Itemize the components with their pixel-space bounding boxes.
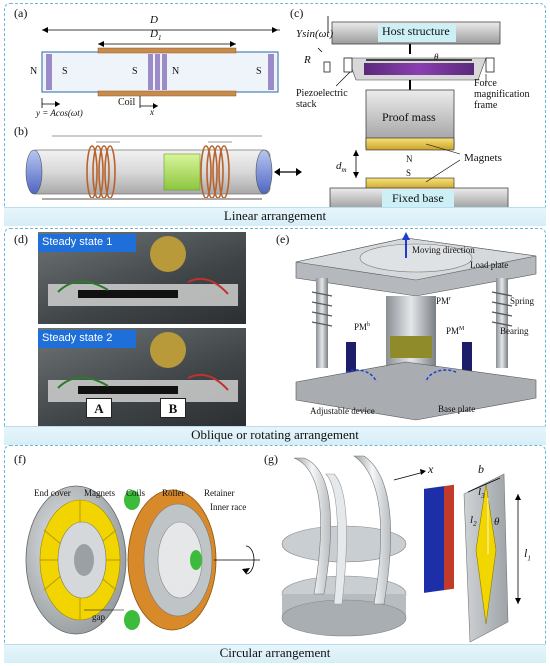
dim-D-label: D — [150, 14, 158, 26]
retainer-label: Retainer — [204, 488, 235, 498]
circular-caption: Circular arrangement — [219, 645, 331, 660]
fixed-base-label: Fixed base — [392, 191, 444, 205]
panel-d-label: (d) — [14, 232, 28, 246]
excitation-equation: y = Acos(ωt) — [36, 108, 83, 118]
moving-direction-label: Moving direction — [412, 245, 475, 255]
pm-b-label: PMb — [354, 322, 371, 332]
panel-d-apparatus — [48, 236, 238, 402]
force-frame-label: Force magnification frame — [474, 78, 530, 111]
end-cover-label: End cover — [34, 488, 71, 498]
panel-e-diagram — [295, 232, 537, 421]
excitation-label: Ysin(ωt) — [296, 28, 334, 40]
piezo-label: Piezoelectric stack — [296, 88, 348, 110]
linear-caption-bar — [4, 207, 546, 226]
panel-g-label: (g) — [264, 452, 278, 466]
theta-label-c: θ — [434, 52, 439, 62]
adjustable-device-label: Adjustable device — [310, 406, 375, 416]
panel-c-label: (c) — [290, 6, 304, 20]
S-label-c: S — [406, 168, 412, 178]
host-structure-label: Host structure — [382, 24, 450, 38]
magnets-label-c: Magnets — [464, 152, 502, 164]
pole-label-5: S — [256, 66, 262, 77]
l3-label: l3 — [478, 486, 485, 501]
pole-label-2: S — [62, 66, 68, 77]
state-1-badge: Steady state 1 — [38, 234, 136, 252]
panel-a-label: (a) — [14, 6, 28, 20]
x-label-a: x — [150, 107, 154, 117]
l1-label: l1 — [524, 546, 531, 563]
coils-label: Coils — [126, 488, 146, 498]
pole-label-3: S — [132, 66, 138, 77]
base-plate-label: Base plate — [438, 404, 476, 414]
R-label: R — [304, 54, 311, 66]
oblique-caption-bar — [4, 426, 546, 445]
x-label-g: x — [428, 462, 434, 476]
panel-e-label: (e) — [276, 232, 290, 246]
magnets-label-f: Magnets — [84, 488, 115, 498]
bearing-label: Bearing — [500, 326, 529, 336]
circular-caption-bar — [4, 644, 546, 663]
pm-m-label: PMM — [446, 326, 465, 336]
panel-b-diagram — [25, 135, 302, 200]
state-2-badge: Steady state 2 — [38, 330, 136, 348]
panel-c-diagram — [317, 16, 509, 211]
spring-label: Spring — [510, 296, 535, 306]
gap-label: gap — [92, 612, 105, 622]
load-plate-label: Load plate — [470, 260, 509, 270]
panel-b-label: (b) — [14, 124, 28, 138]
theta-label-g: θ — [494, 516, 500, 528]
dm-label: dm — [336, 160, 347, 175]
pole-label-1: N — [30, 66, 38, 77]
l2-label: l2 — [470, 514, 477, 529]
roller-label: Roller — [162, 488, 185, 498]
panel-a-diagram — [41, 27, 280, 109]
panel-g-diagram — [281, 455, 521, 643]
panel-f-label: (f) — [14, 452, 26, 466]
inner-race-label: Inner race — [210, 502, 247, 512]
dim-D1-label: D1 — [150, 28, 162, 43]
oblique-caption: Oblique or rotating arrangement — [191, 427, 359, 442]
proof-mass-label: Proof mass — [382, 110, 436, 124]
b-label: b — [478, 462, 484, 476]
coil-label: Coil — [118, 97, 136, 108]
pm-r-label: PMr — [436, 296, 452, 306]
marker-A: A — [86, 398, 112, 418]
N-label-c: N — [406, 154, 413, 164]
pole-label-4: N — [172, 66, 180, 77]
marker-B: B — [160, 398, 186, 418]
panel-f-diagram — [25, 485, 260, 635]
linear-caption: Linear arrangement — [223, 208, 327, 223]
